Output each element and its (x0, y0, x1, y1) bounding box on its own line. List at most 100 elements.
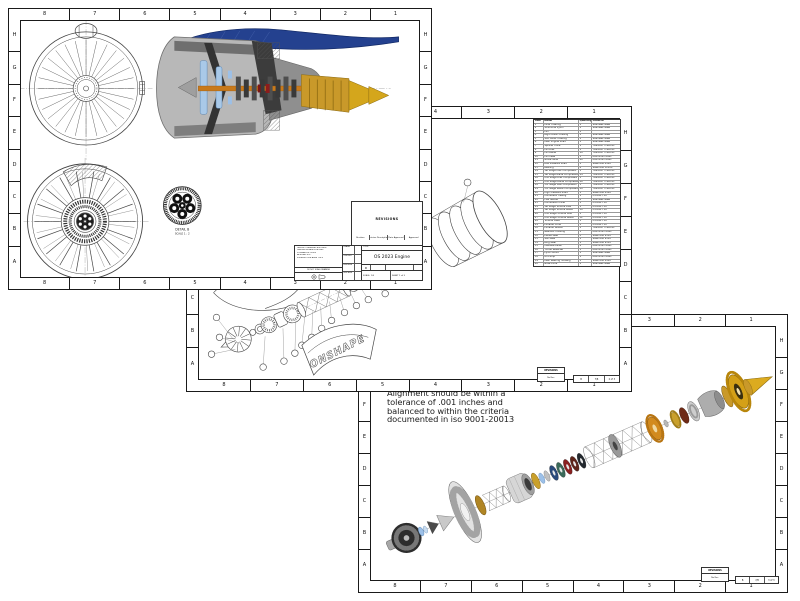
cell-item: C (359, 485, 370, 517)
tnote-item: INTERPRET PER ASME Y14.5 (296, 256, 324, 259)
cell-item: B (359, 517, 370, 549)
lattice-short (482, 485, 512, 511)
cell-item: C (420, 180, 431, 213)
cell-item: A (187, 347, 198, 380)
cell-item: A (620, 347, 631, 380)
cell-item: B (187, 314, 198, 347)
cell-item: F (9, 83, 20, 116)
engine-cross-section (156, 28, 399, 139)
sheet1-drawing-area: DETAIL B SCALE 1 : 2 (20, 20, 423, 281)
fan-front-view (21, 21, 153, 160)
cell-item: B (420, 213, 431, 245)
cell-item: 7 (419, 581, 471, 592)
cell-item: 1 (369, 9, 420, 20)
noteline-item: balanced to within the criteria (387, 405, 509, 416)
exhaust-cone (743, 376, 773, 396)
cell-item: F (420, 83, 431, 116)
planet-gears (169, 193, 196, 219)
mini-revisions-sub: No Rev. (547, 376, 555, 379)
silver-disk (543, 470, 551, 482)
cell-item: 1 (567, 380, 620, 391)
scell-item: B (580, 377, 582, 381)
scell-item: 7/8 (749, 577, 763, 583)
blue-disk (538, 472, 546, 484)
scell-item: 7/8 (588, 376, 603, 382)
cell-item: 2 (514, 107, 567, 118)
cell-item: H (12, 32, 17, 39)
cell-item: 5 (169, 278, 219, 289)
dwg-no-value (386, 265, 414, 270)
title-block-notes: UNLESS OTHERWISE SPECIFIED:DIMENSIONS AR… (295, 246, 343, 280)
cell-item: 6 (119, 9, 169, 20)
cell-item: C (9, 180, 20, 213)
cell-item: A (420, 245, 431, 278)
dark-cone (426, 521, 439, 535)
sheet-size: D (362, 265, 371, 270)
blue-detail-2 (227, 96, 232, 105)
detail-view-b: DETAIL B SCALE 1 : 2 (162, 186, 202, 235)
nacelle-inner-top (174, 40, 256, 55)
title-block: UNLESS OTHERWISE SPECIFIED:DIMENSIONS AR… (294, 245, 423, 281)
cell-item: H (623, 130, 628, 137)
mini-revisions-label: REVISIONS (538, 368, 564, 374)
revisions-label: REVISIONS (375, 217, 399, 221)
cell-item: 5 (521, 581, 573, 592)
fan-rear-view (23, 157, 149, 277)
spinner-cone (436, 515, 455, 532)
sheet2-mini-revisions: REVISIONS No Rev. (537, 367, 565, 382)
pylon-hatch-block (257, 42, 280, 59)
compressor-drum (505, 473, 535, 504)
sheet1-graphics: DETAIL B SCALE 1 : 2 (21, 21, 399, 277)
gold-cog (669, 410, 682, 429)
cell-item: 1 (369, 278, 420, 289)
revisions-box: REVISIONS (351, 201, 423, 237)
cell-item: 5 (355, 380, 409, 391)
dark-fan (391, 522, 422, 554)
approval-row: CHECKED (343, 254, 361, 264)
scell-item: 3 of 3 (763, 577, 778, 583)
cell-item: 3 (623, 581, 674, 592)
exploded-shaft-render (385, 370, 773, 554)
cell-item: A (359, 549, 370, 581)
revcell-item: Date Approved (386, 235, 404, 240)
cell-item: B (9, 213, 20, 245)
cell-item: D (9, 148, 20, 181)
scale-cell: SCALE: 1:8 (362, 271, 391, 280)
cell-item: G (620, 149, 631, 183)
detail-scale-label: SCALE 1 : 2 (175, 231, 190, 235)
scell-item: 2 of 3 (603, 376, 619, 382)
noteline-item: Alignment should be within a (387, 388, 506, 398)
gold-ring-small (531, 472, 541, 489)
cell-item: E (359, 421, 370, 453)
cascade-panel: ONSHAPE (301, 323, 377, 376)
cell-item: F (776, 389, 787, 421)
cell-item: A (9, 245, 20, 278)
cell-item: 8 (42, 280, 47, 286)
do-not-scale-label: DO NOT SCALE DRAWING (295, 267, 342, 272)
cell-item: 7 (249, 380, 303, 391)
nacelle-inner-bottom (174, 122, 256, 137)
